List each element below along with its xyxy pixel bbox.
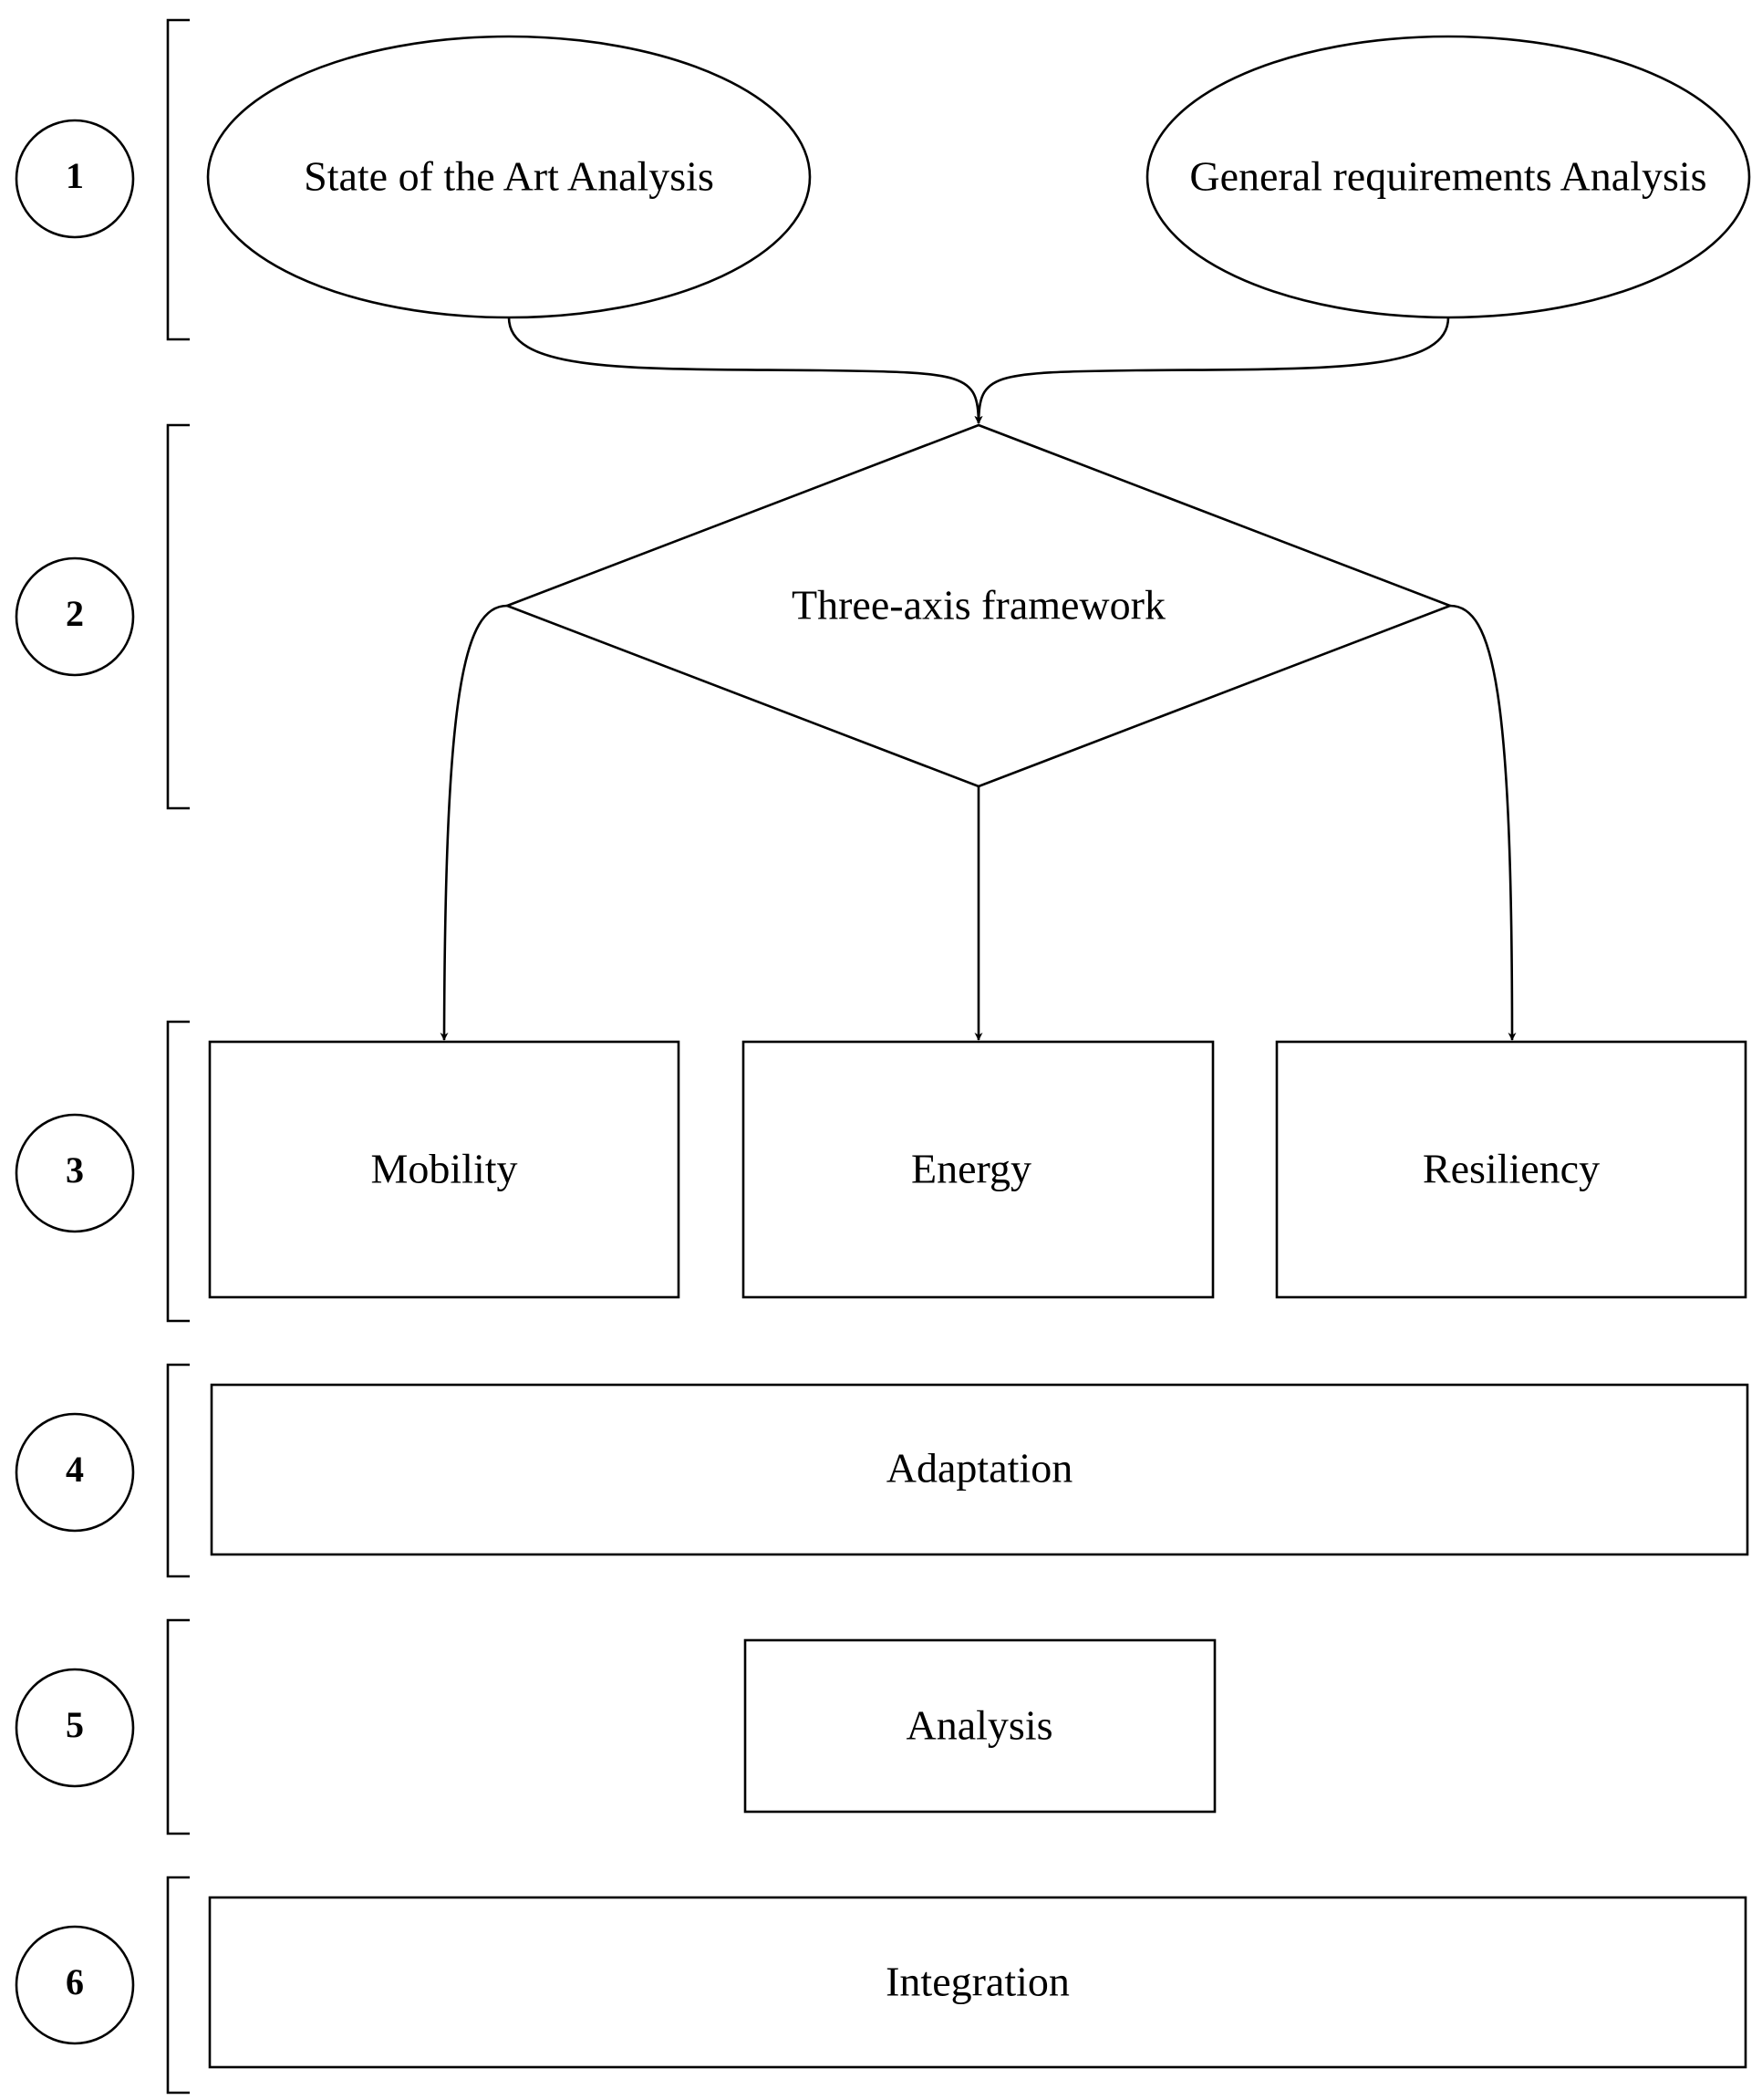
- integration-label: Integration: [886, 1959, 1070, 2005]
- general-requirements-node: General requirements Analysis: [1145, 35, 1751, 319]
- step-5-number: 5: [66, 1704, 84, 1745]
- step-6-marker: 6: [15, 1925, 135, 2045]
- framework-to-resiliency-connector: [1449, 604, 1517, 1041]
- adaptation-node: Adaptation: [210, 1383, 1749, 1556]
- general-requirements-to-framework-connector: [974, 317, 1450, 424]
- step-1-marker: 1: [15, 119, 135, 239]
- resiliency-node: Resiliency: [1275, 1040, 1747, 1299]
- state-of-art-label: State of the Art Analysis: [304, 153, 714, 200]
- mobility-node: Mobility: [208, 1040, 680, 1299]
- integration-node: Integration: [208, 1896, 1747, 2069]
- resiliency-label: Resiliency: [1423, 1146, 1600, 1192]
- step-2-bracket: [166, 423, 190, 810]
- step-1-bracket: [166, 18, 190, 341]
- step-5-marker: 5: [15, 1668, 135, 1788]
- step-4-bracket: [166, 1363, 190, 1578]
- analysis-label: Analysis: [907, 1702, 1053, 1749]
- energy-node: Energy: [741, 1040, 1215, 1299]
- adaptation-label: Adaptation: [886, 1445, 1073, 1492]
- mobility-label: Mobility: [370, 1146, 517, 1192]
- step-6-bracket: [166, 1876, 190, 2095]
- framework-node: Three-axis framework: [503, 423, 1454, 788]
- state-of-art-node: State of the Art Analysis: [206, 35, 812, 319]
- analysis-node: Analysis: [743, 1638, 1217, 1814]
- step-6-number: 6: [66, 1961, 84, 2002]
- framework-label: Three-axis framework: [792, 582, 1166, 629]
- step-2-number: 2: [66, 593, 84, 634]
- step-3-marker: 3: [15, 1113, 135, 1233]
- step-3-number: 3: [66, 1149, 84, 1190]
- step-5-bracket: [166, 1618, 190, 1835]
- framework-to-mobility-connector: [440, 604, 508, 1041]
- step-2-marker: 2: [15, 556, 135, 677]
- step-4-marker: 4: [15, 1412, 135, 1533]
- step-3-bracket: [166, 1020, 190, 1323]
- step-1-number: 1: [66, 155, 84, 196]
- general-requirements-label: General requirements Analysis: [1189, 153, 1706, 200]
- state-of-art-to-framework-connector: [507, 317, 983, 424]
- step-4-number: 4: [66, 1449, 84, 1490]
- energy-label: Energy: [911, 1146, 1031, 1192]
